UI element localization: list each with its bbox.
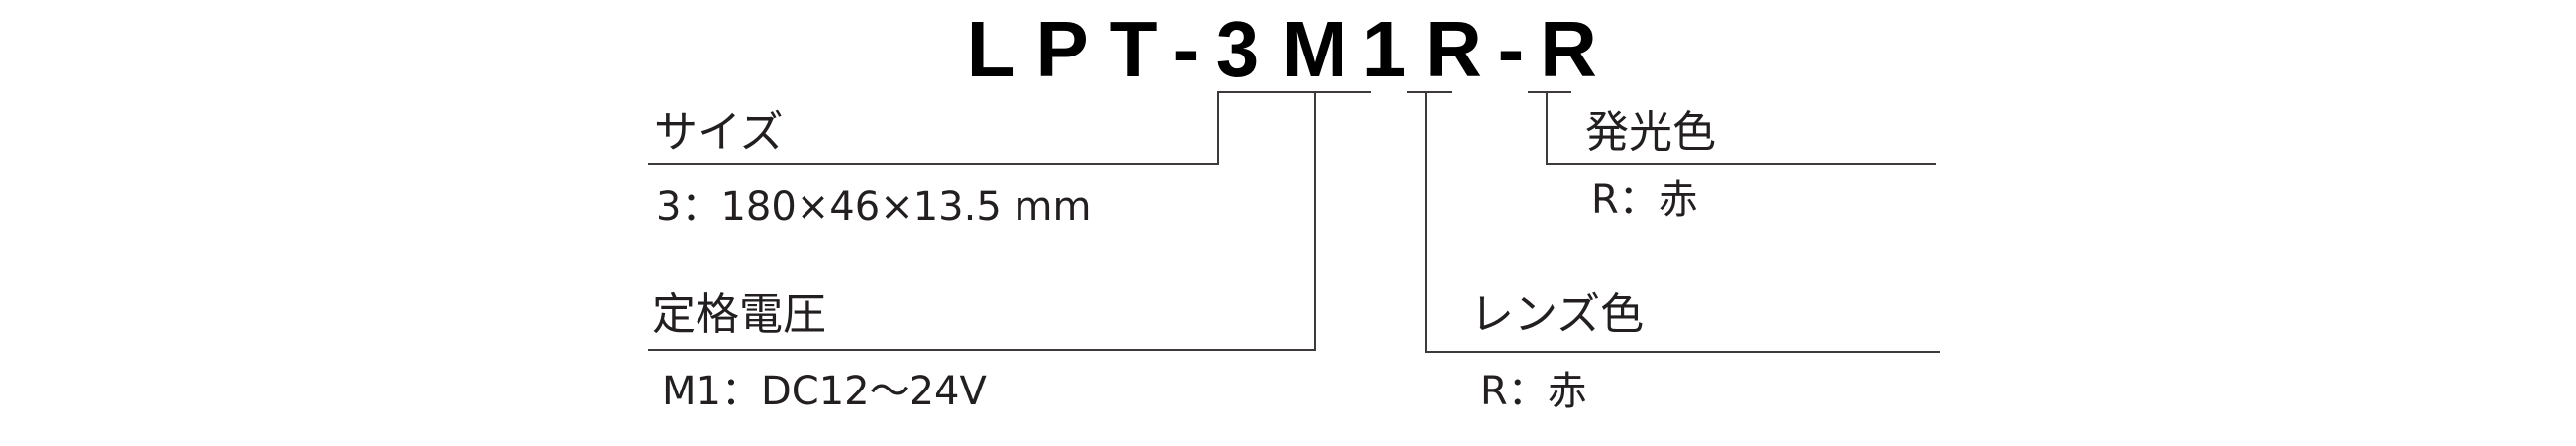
emission-color-value: R：赤	[1591, 177, 1698, 223]
leader-emission-horizontal	[1546, 163, 1936, 165]
emission-color-label: 発光色	[1585, 107, 1716, 158]
lens-color-value: R：赤	[1480, 369, 1587, 414]
leader-lens-vertical	[1425, 91, 1427, 353]
code-char-series-p: P	[1035, 5, 1089, 93]
rated-voltage-label: 定格電圧	[652, 289, 826, 340]
code-char-hyphen-2: -	[1497, 5, 1525, 93]
size-label: サイズ	[654, 107, 784, 158]
code-char-series-t: T	[1109, 5, 1158, 93]
code-char-hyphen-1: -	[1172, 5, 1200, 93]
code-char-series-l: L	[966, 5, 1016, 93]
underline-lens	[1407, 91, 1452, 93]
leader-size-vertical	[1217, 91, 1219, 165]
leader-size-horizontal	[648, 163, 1219, 165]
rated-voltage-value: M1：DC12～24V	[662, 369, 987, 414]
leader-voltage-horizontal	[648, 349, 1316, 351]
code-char-emission: R	[1540, 5, 1597, 93]
code-char-voltage-m: M	[1281, 5, 1348, 93]
code-char-voltage-1: 1	[1361, 5, 1407, 93]
code-char-lens: R	[1425, 5, 1482, 93]
leader-emission-vertical	[1546, 91, 1548, 165]
code-char-size: 3	[1215, 5, 1260, 93]
lens-color-label: レンズ色	[1470, 289, 1645, 340]
underline-emission	[1528, 91, 1571, 93]
underline-size	[1217, 91, 1260, 93]
leader-lens-horizontal	[1425, 351, 1940, 353]
size-value: 3：180×46×13.5 mm	[656, 184, 1092, 230]
leader-voltage-vertical	[1314, 91, 1316, 351]
